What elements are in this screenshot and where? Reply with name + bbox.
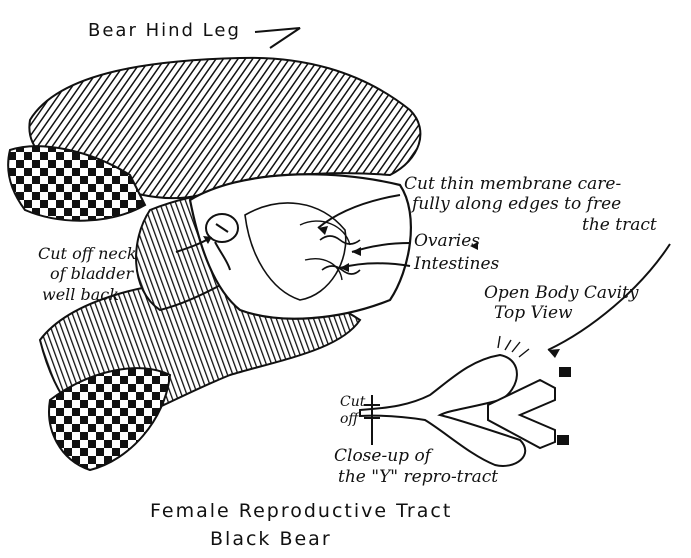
membrane-label-line3: the tract bbox=[582, 217, 657, 235]
open-body-label-line1: Open Body Cavity bbox=[484, 285, 638, 303]
bladder-label-line1: Cut off neck bbox=[38, 246, 137, 263]
hind-leg-label: Bear Hind Leg bbox=[88, 22, 241, 41]
caption-title: Female Reproductive Tract bbox=[150, 502, 452, 522]
bladder-label-line3: well back bbox=[42, 287, 119, 304]
membrane-label-line2: fully along edges to free bbox=[412, 196, 621, 214]
closeup-label-line1: Close-up of bbox=[334, 448, 431, 466]
caption-subtitle: Black Bear bbox=[210, 530, 332, 550]
closeup-label-line2: the "Y" repro-tract bbox=[338, 469, 498, 487]
bladder-label-line2: of bladder bbox=[50, 266, 133, 283]
ovaries-label: Ovaries bbox=[414, 233, 480, 251]
cut-marker bbox=[364, 395, 380, 445]
open-body-label-line2: Top View bbox=[494, 305, 573, 323]
hind-leg-arrow bbox=[255, 28, 300, 48]
cut-off-label-line1: Cut bbox=[340, 395, 365, 410]
membrane-label-line1: Cut thin membrane care- bbox=[404, 176, 621, 194]
intestines-label: Intestines bbox=[414, 256, 499, 274]
cut-off-label-line2: off bbox=[340, 412, 358, 427]
